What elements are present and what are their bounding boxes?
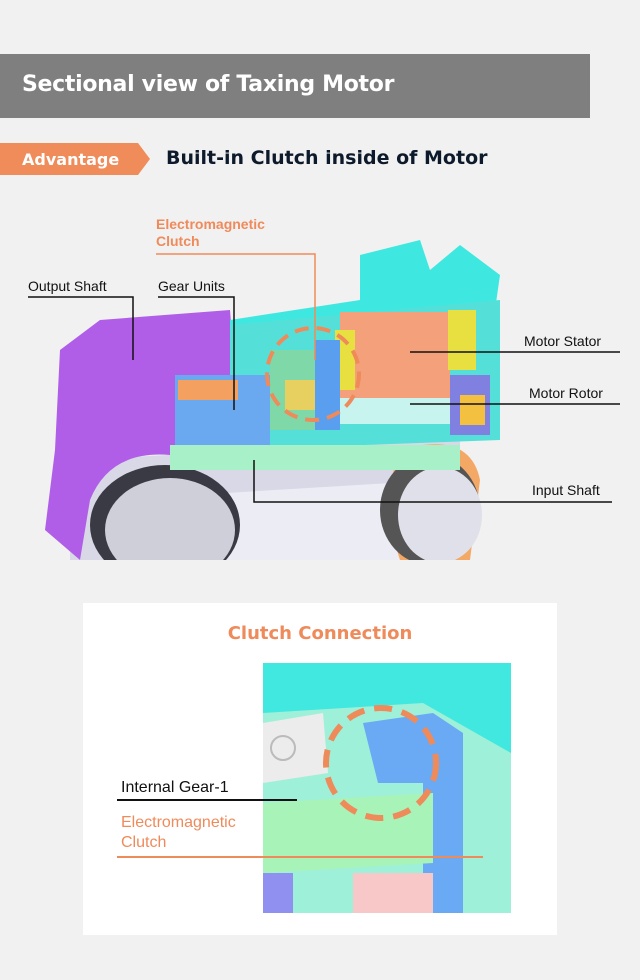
section-header: Sectional view of Taxing Motor [0,54,590,118]
card-title: Clutch Connection [227,623,413,644]
motor-rotor-label: Motor Rotor [529,385,603,401]
gear-units-label: Gear Units [158,278,225,294]
section-title: Sectional view of Taxing Motor [22,72,395,97]
clutch-connection-card: Clutch Connection Internal Gear-1 Electr… [83,603,557,935]
input-shaft-label: Input Shaft [532,482,600,498]
internal-gear-label: Internal Gear-1 [121,779,229,796]
clutch-detail-image [263,663,511,913]
advantage-tag-label: Advantage [22,150,120,169]
clutch-label-line2: Clutch [156,233,200,249]
internal-gear-leader [117,799,297,801]
motor-sectional-diagram [28,240,620,560]
detail-clutch-line2: Clutch [121,834,167,851]
detail-clutch-line1: Electromagnetic [121,814,236,831]
clutch-leader [117,856,483,858]
clutch-label-line1: Electromagnetic [156,216,265,232]
motor-stator-label: Motor Stator [524,333,602,349]
advantage-tag: Advantage [0,143,150,175]
advantage-text: Built-in Clutch inside of Motor [166,147,488,169]
output-shaft-label: Output Shaft [28,278,107,294]
